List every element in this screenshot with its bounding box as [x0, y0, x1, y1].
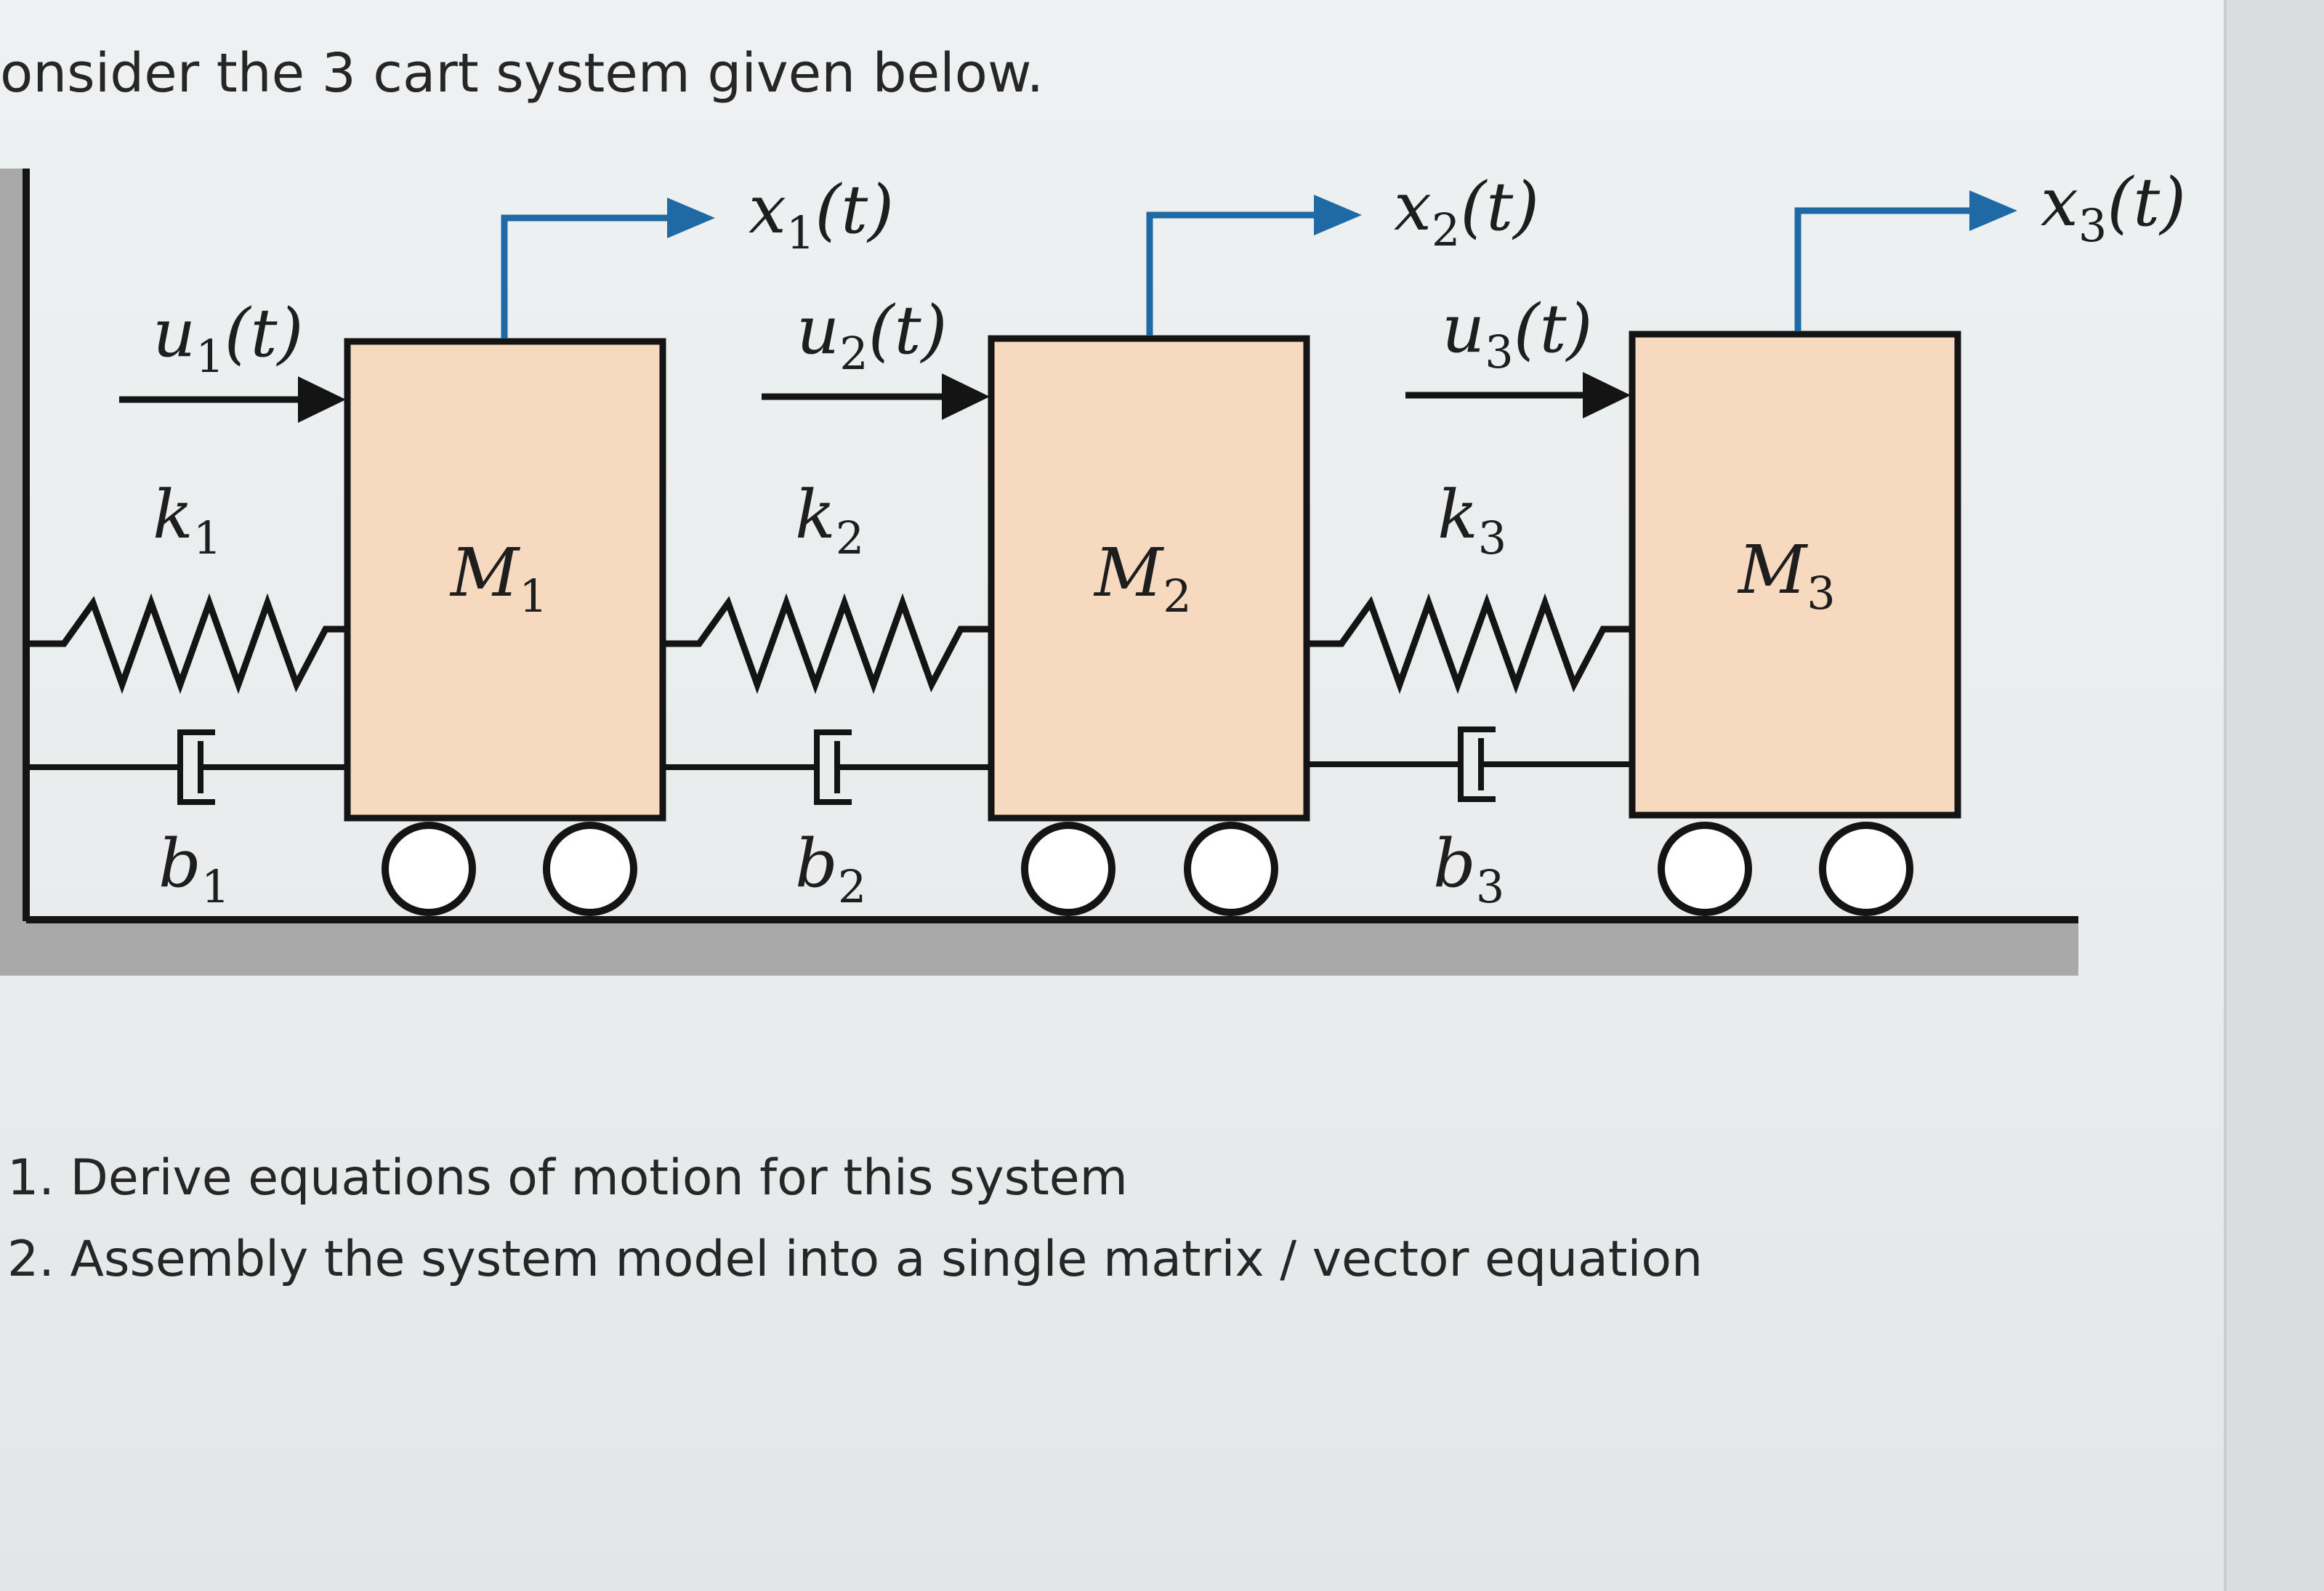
- damper-label-2: b2: [795, 825, 866, 913]
- floor-band: [0, 921, 2078, 976]
- force-arrow-3: [1405, 372, 1631, 418]
- spring-3: [1307, 593, 1632, 695]
- displacement-arrow-1: [501, 198, 715, 339]
- spring-label-1: k1: [153, 476, 222, 564]
- cart-system-diagram: M1 M2 M3 k1 k2 k3 b1 b2 b3 u1(t) u2(t) u3(t) x1(t) x2…: [0, 163, 2186, 976]
- spring-1: [28, 593, 347, 695]
- page-margin: [2224, 0, 2324, 1591]
- displacement-label-2: x2(t): [1394, 168, 1539, 256]
- spring-2: [663, 593, 991, 695]
- cart-2: [988, 335, 1310, 822]
- displacement-label-3: x3(t): [2041, 163, 2186, 252]
- wheel-2a: [1021, 822, 1115, 916]
- displacement-arrow-3: [1794, 190, 2017, 331]
- displacement-arrow-2: [1146, 195, 1362, 336]
- diagram-structure: [0, 169, 2078, 976]
- mass-label-2: M2: [1093, 534, 1192, 623]
- wheel-3a: [1658, 822, 1752, 916]
- damper-3: [1307, 726, 1632, 802]
- wheel-3b: [1819, 822, 1913, 916]
- displacement-label-1: x1(t): [749, 171, 894, 259]
- cart-1: [344, 338, 666, 822]
- intro-text: onsider the 3 cart system given below.: [0, 42, 1044, 105]
- wheel-1a: [382, 822, 476, 916]
- mass-label-1: M1: [449, 534, 548, 623]
- question-1: 1. Derive equations of motion for this s…: [7, 1149, 1128, 1207]
- force-arrow-2: [762, 373, 990, 420]
- spring-label-2: k2: [795, 476, 864, 564]
- force-label-1: u1(t): [153, 294, 303, 383]
- force-label-3: u3(t): [1442, 290, 1592, 378]
- force-arrow-1: [119, 376, 346, 423]
- spring-label-3: k3: [1437, 476, 1506, 564]
- damper-label-1: b1: [158, 825, 230, 913]
- mass-label-3: M3: [1737, 531, 1836, 620]
- damper-label-3: b3: [1433, 825, 1504, 913]
- diagram-labels: M1 M2 M3 k1 k2 k3 b1 b2 b3 u1(t) u2(t) u3(t) x1(t) x2…: [153, 163, 2186, 913]
- cart-3: [1629, 331, 1961, 819]
- wheel-1b: [543, 822, 637, 916]
- damper-1: [28, 729, 347, 805]
- question-2: 2. Assembly the system model into a sing…: [7, 1231, 1703, 1288]
- damper-2: [663, 729, 991, 805]
- wheel-2b: [1184, 822, 1278, 916]
- force-label-2: u2(t): [796, 291, 947, 380]
